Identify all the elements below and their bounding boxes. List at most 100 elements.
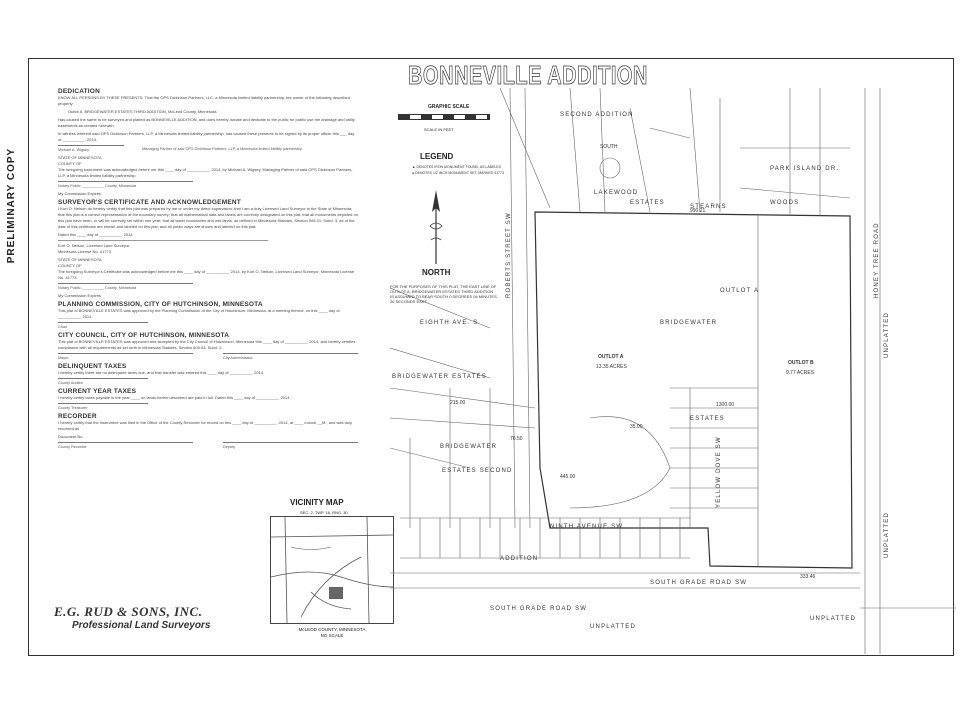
surveyor-dated: Dated this ____ day of __________, 2014. [58,232,134,237]
dimension-70-50: 70.50 [510,436,523,442]
council-heading: CITY COUNCIL, CITY OF HUTCHINSON, MINNES… [58,332,230,339]
legend-item-found-text: DENOTES IRON MONUMENT FOUND, AS LABELED [416,165,502,169]
legend-item-set: ● DENOTES 1/2 INCH MONUMENT SET, MARKED … [412,171,504,175]
legend-title: LEGEND [420,152,454,161]
certificates-column: DEDICATION KNOW ALL PERSONS BY THESE PRE… [58,86,358,452]
honey-tree-road [864,88,881,654]
label-bridgewater-west: BRIDGEWATER [440,444,497,450]
dedication-parcel: Outlot A, BRIDGEWATER ESTATES THIRD ADDI… [68,109,217,114]
label-stearns: STEARNS [690,204,727,210]
acknowledgement-1: The foregoing instrument was acknowledge… [58,167,353,178]
company-name: E.G. RUD & SONS, INC. [54,604,203,619]
outlot-b-label: OUTLOT B [788,360,814,366]
label-unplatted-southeast: UNPLATTED [810,616,856,622]
outlot-a-area: 13.35 ACRES [596,364,628,370]
signer-title: Managing Partner of said OPS Dickinson P… [142,147,303,151]
current-taxes-heading: CURRENT YEAR TAXES [58,388,137,395]
recorder-body: I hereby certify that the instrument was… [58,420,352,431]
northeast-lots [499,88,851,216]
treasurer-signature-row: County Treasurer [58,403,358,411]
delinquent-heading: DELINQUENT TAXES [58,363,127,370]
vicinity-county: McLEOD COUNTY, MINNESOTA [298,627,366,632]
state-label-2: STATE OF MINNESOTA [58,257,102,262]
label-south: SOUTH [600,144,618,150]
label-lakewood: LAKEWOOD [594,190,638,196]
graphic-scale-bar [398,114,490,120]
label-unplatted-south: UNPLATTED [590,624,636,630]
plat-sheet-border [28,58,954,656]
commission-2: My Commission Expires [58,293,101,298]
plat-map: BRIDGEWATER OUTLOT A 13.35 ACRES OUTLOT … [390,88,956,654]
legend-items: ▲ DENOTES IRON MONUMENT FOUND, AS LABELE… [412,164,504,176]
label-estates: ESTATES [690,416,725,422]
surveyor-license: Minnesota License No. 41773 [58,249,111,254]
notary-row-2: Notary Public, __________ County, Minnes… [58,283,358,291]
dimension-333: 333.46 [800,574,816,580]
label-south-grade-road: SOUTH GRADE ROAD SW [650,580,747,586]
recorder-heading: RECORDER [58,413,97,420]
dimension-445: 445.00 [560,474,576,480]
cul-de-sac [599,157,621,179]
dimension-35: 35.00 [630,424,643,430]
label-estates-second: ESTATES SECOND [442,468,513,474]
dedication-witness: In witness whereof said OPS Dickinson Pa… [58,131,355,142]
dedication-body: Has caused the same to be surveyed and p… [58,117,355,128]
acknowledgement-2: The foregoing Surveyor's Certificate was… [58,269,355,280]
north-arrow-icon [429,190,443,264]
label-ninth-avenue: NINTH AVENUE SW [550,524,623,530]
chair-label: Chair [58,322,148,330]
bearing-note: FOR THE PURPOSES OF THIS PLAT, THE EAST … [390,284,497,304]
surveyor-body: I Kurt O. Nelson do hereby certify that … [58,206,358,229]
dimension-990: 990.21 [690,208,706,214]
legend-item-set-text: DENOTES 1/2 INCH MONUMENT SET, MARKED 41… [415,171,504,175]
vicinity-scale: NO SCALE [320,633,344,638]
label-estates-north: ESTATES [630,200,665,206]
label-park-island: PARK ISLAND DR. [770,166,839,172]
planning-heading: PLANNING COMMISSION, CITY OF HUTCHINSON,… [58,301,263,308]
dimension-215: 215.00 [450,400,466,406]
label-second-addition: SECOND ADDITION [560,112,634,118]
surveyor-signature-line [58,240,268,241]
notary-1: Notary Public, __________ County, Minnes… [58,181,193,189]
outlot-a-label: OUTLOT A [598,354,624,360]
surveyor-name: Kurt O. Nelson, Licensed Land Surveyor [58,243,130,248]
label-honey-tree-road: HONEY TREE ROAD [874,222,880,298]
planning-signature-row: Chair [58,322,358,330]
north-label: NORTH [422,268,451,277]
company-tagline: Professional Land Surveyors [72,620,211,631]
plat-title: BONNEVILLE ADDITION [408,62,648,91]
delinquent-signature-row: County Auditor [58,378,358,386]
dedication-intro: KNOW ALL PERSONS BY THESE PRESENTS: That… [58,95,350,106]
label-bridgewater: BRIDGEWATER [660,320,717,326]
label-roberts-street: ROBERTS STREET SW [506,212,512,298]
south-grade-road [390,572,860,589]
label-south-grade-road-2: SOUTH GRADE ROAD SW [490,606,587,612]
mayor-label: Mayor [58,353,193,361]
county-label-1: COUNTY OF [58,161,82,166]
recorder-signature-row: County Recorder Deputy [58,442,358,450]
vicinity-map-section: SEC. 2, TWP. 16, RNG. 30 [300,510,348,515]
dedication-heading: DEDICATION [58,88,100,95]
deputy-label: Deputy [223,442,358,450]
preliminary-copy-text: PRELIMINARY COPY [6,147,18,264]
surveyor-heading: SURVEYOR'S CERTIFICATE AND ACKNOWLEDGEME… [58,199,241,206]
label-unplatted-east-2: UNPLATTED [884,512,890,558]
council-body: This plat of BONNEVILLE ESTATES was appr… [58,339,356,350]
legend-item-found: ▲ DENOTES IRON MONUMENT FOUND, AS LABELE… [412,165,502,169]
vicinity-map [270,516,394,624]
dedication-signature-row: Michael A. Wigsey Managing Partner of sa… [58,145,358,153]
planning-body: This plat of BONNEVILLE ESTATES was appr… [58,308,340,319]
county-label-2: COUNTY OF [58,263,82,268]
vicinity-map-caption: McLEOD COUNTY, MINNESOTA NO SCALE [284,627,380,639]
notary-2: Notary Public, __________ County, Minnes… [58,283,193,291]
estate-lots [670,387,758,528]
label-unplatted-east: UNPLATTED [884,312,890,358]
roberts-street [509,88,531,529]
west-lots [390,287,536,528]
label-bridgewater-estates: BRIDGEWATER ESTATES [392,374,487,380]
state-label-1: STATE OF MINNESOTA [58,155,102,160]
scale-units-label: SCALE IN FEET [424,127,454,132]
delinquent-body: I hereby certify there are no delinquent… [58,370,265,375]
auditor-label: County Auditor [58,378,148,386]
outlot-a-north-label: OUTLOT A [720,288,759,294]
